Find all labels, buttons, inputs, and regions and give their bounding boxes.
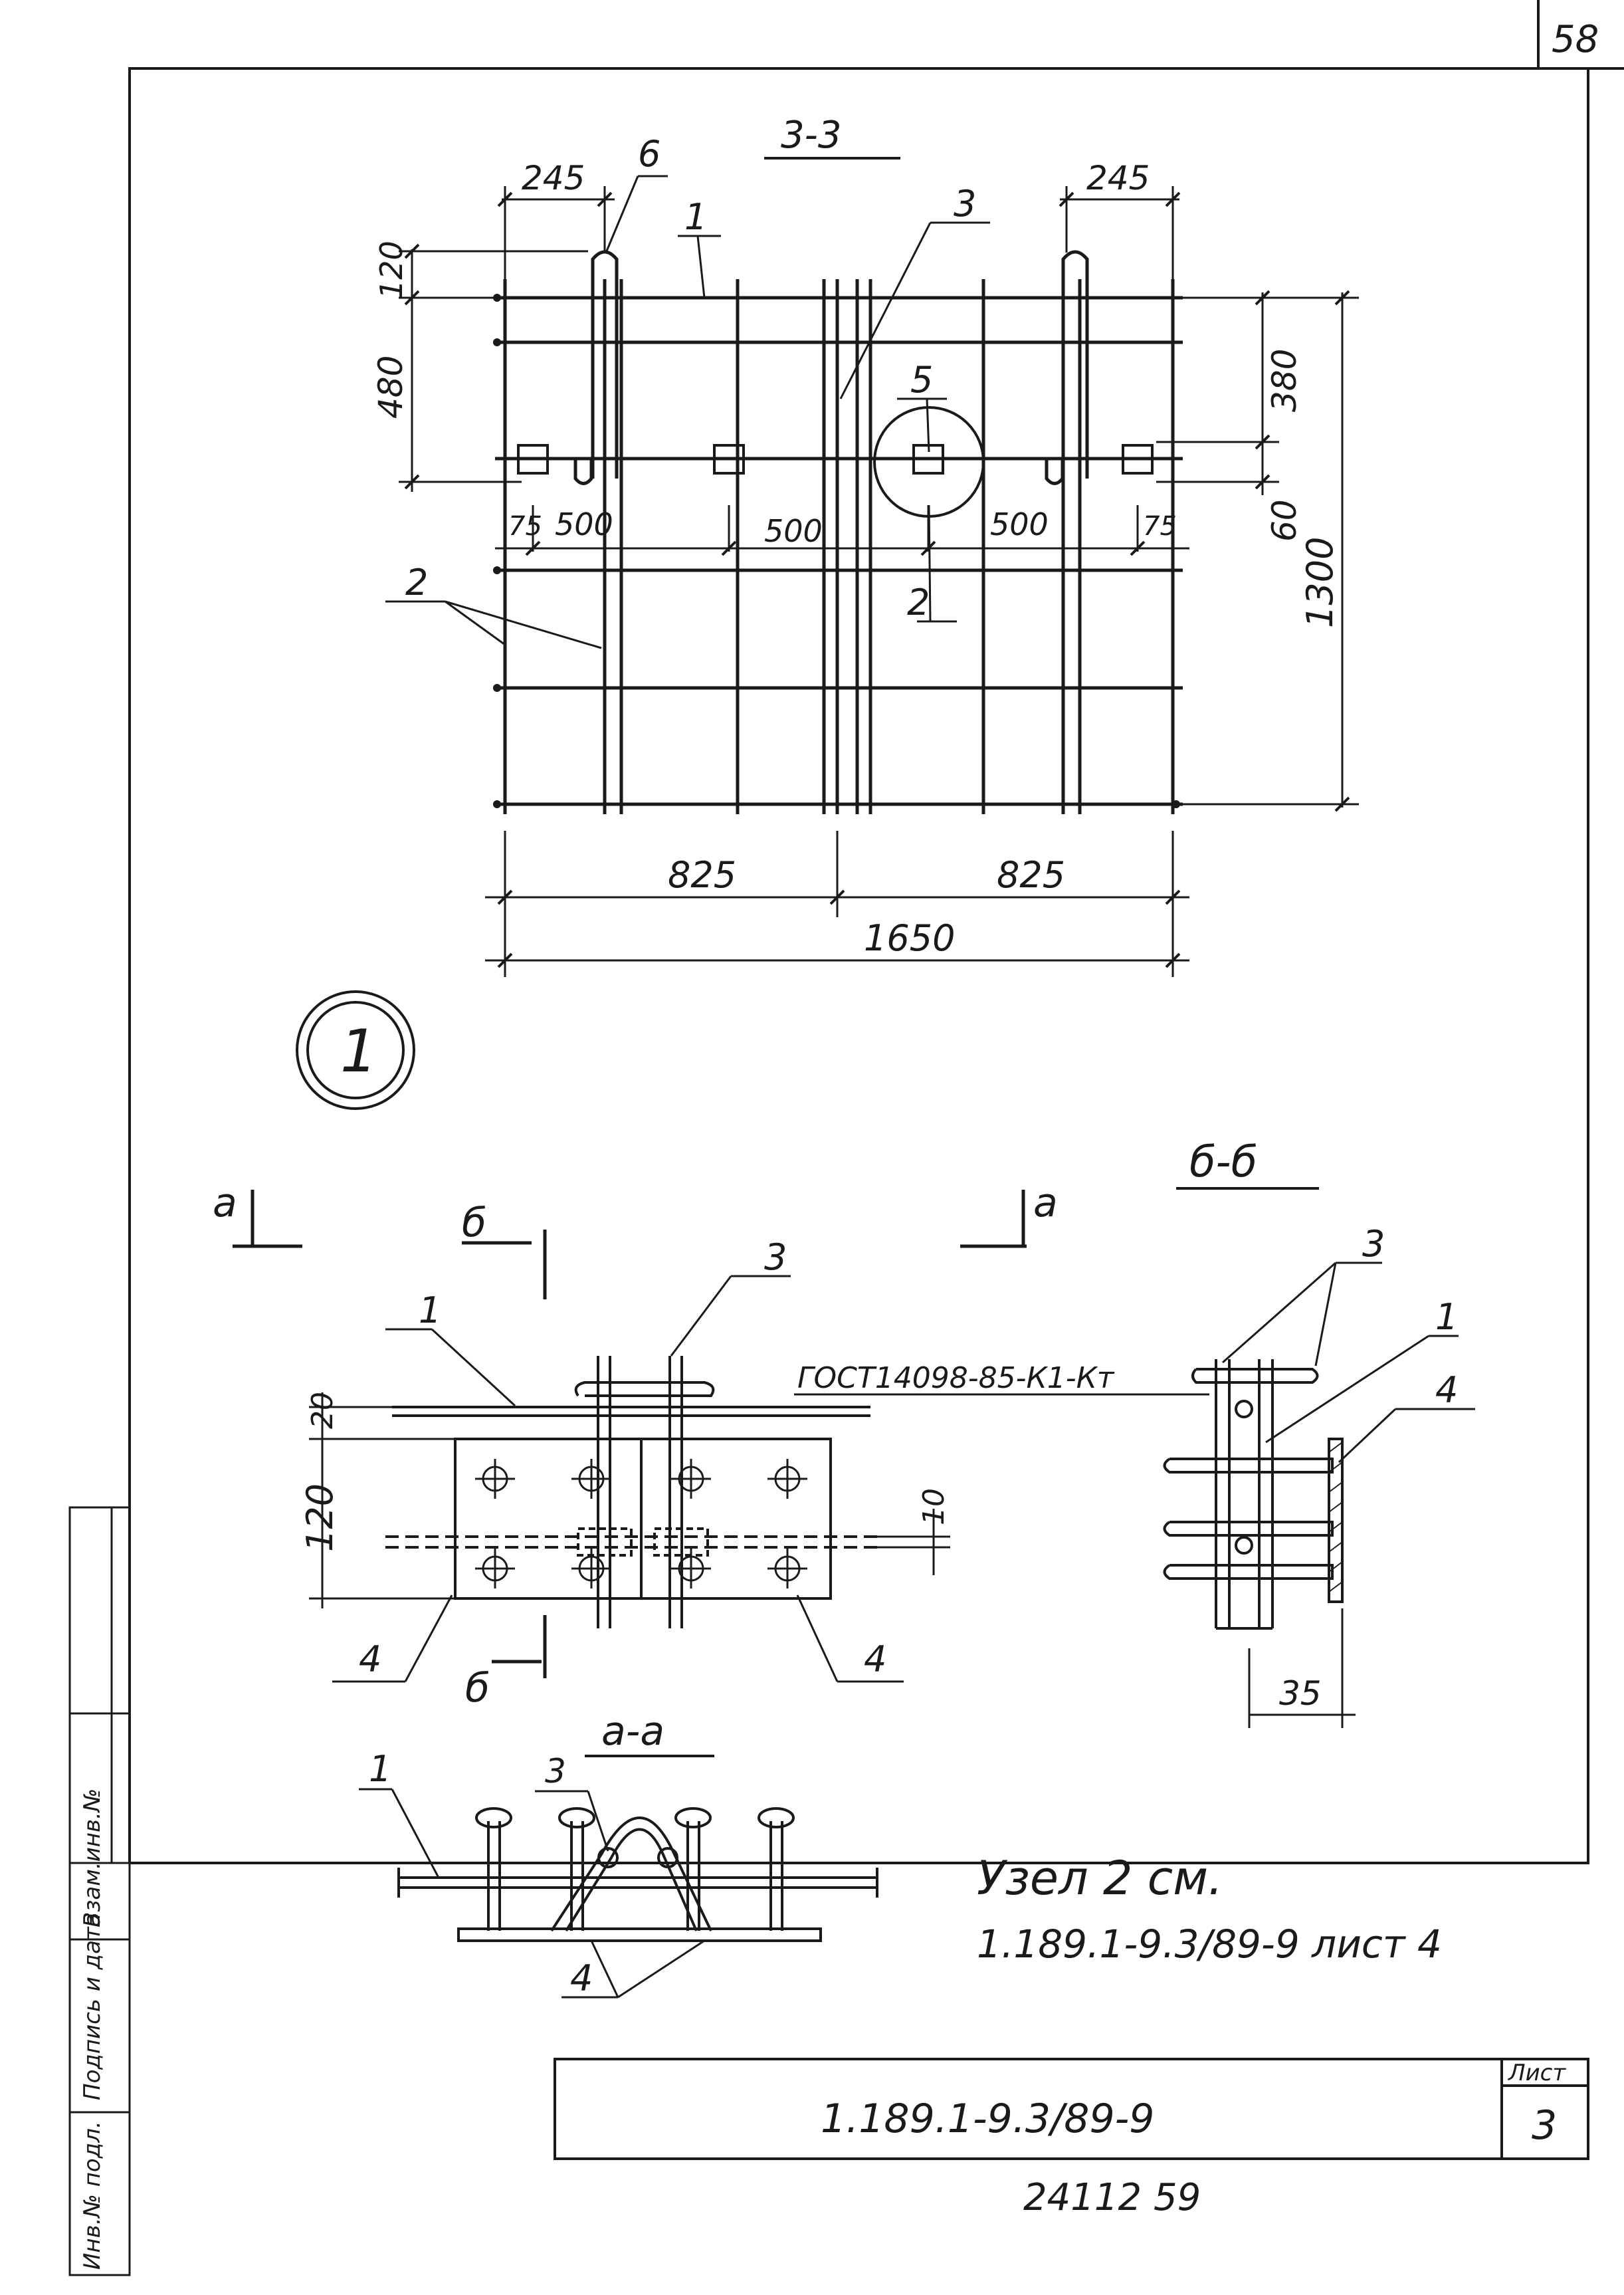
cut-a-right: а — [1033, 1180, 1058, 1226]
dim-left-upper: 120 — [373, 241, 409, 299]
cut-markers — [233, 1190, 1027, 1678]
callout-3: 3 — [954, 183, 976, 225]
note-line-1: Узел 2 см. — [977, 1851, 1223, 1906]
section-a-callout-3: 3 — [545, 1752, 566, 1791]
node-number: 1 — [340, 1017, 377, 1085]
note-line-2: 1.189.1-9.3/89-9 лист 4 — [977, 1921, 1442, 1967]
weld-note: ГОСТ14098-85-К1-Кт — [797, 1361, 1115, 1395]
dim-span-edge-left: 75 — [508, 511, 542, 542]
section-b-callout-4: 4 — [1435, 1369, 1458, 1411]
dim-left-lower: 480 — [371, 356, 410, 419]
footer-code: 24112 59 — [1023, 2176, 1201, 2219]
detail-bars — [385, 1356, 877, 1628]
plan-title: 3-3 — [781, 114, 841, 157]
dim-right-overall: 1300 — [1299, 537, 1341, 628]
dim-bottom-right: 825 — [997, 854, 1065, 896]
dim-right-upper: 380 — [1265, 349, 1304, 412]
callout-2-bars: 2 — [405, 562, 428, 603]
title-block-sheet-number: 3 — [1532, 2102, 1557, 2149]
cut-b-bottom: б — [465, 1665, 490, 1711]
detail-view: а а б б — [213, 1180, 1209, 1711]
title-block-code: 1.189.1-9.3/89-9 — [821, 2096, 1154, 2142]
sheet-frame — [128, 0, 1624, 1864]
dim-span-edge-right: 75 — [1143, 511, 1177, 542]
detail-callout-4-right: 4 — [864, 1638, 886, 1680]
detail-studs — [475, 1459, 807, 1588]
plan-bar-ends — [493, 294, 1180, 808]
detail-callout-3: 3 — [764, 1236, 787, 1278]
dim-top-left: 245 — [522, 159, 585, 197]
stamp-label-inv: Инв.№ подл. — [79, 2121, 106, 2270]
section-a-title: а-а — [601, 1708, 664, 1755]
section-a-geometry — [397, 1807, 878, 1942]
cut-b-top: б — [462, 1200, 486, 1246]
callout-1: 1 — [684, 196, 707, 238]
title-block-sheet-label: Лист — [1507, 2060, 1566, 2086]
section-a-callout-1: 1 — [369, 1748, 391, 1790]
detail-callout-1: 1 — [419, 1289, 441, 1331]
dim-span-2: 500 — [764, 513, 823, 549]
note: Узел 2 см. 1.189.1-9.3/89-9 лист 4 — [977, 1851, 1442, 1967]
plan-embedded-plates — [517, 444, 1154, 475]
section-b-title: б-б — [1189, 1138, 1257, 1187]
section-b-callout-3: 3 — [1362, 1223, 1385, 1265]
section-b: б-б — [1163, 1138, 1475, 1728]
plan-vertical-bars — [503, 279, 1175, 814]
section-b-dim: 35 — [1279, 1674, 1322, 1713]
dim-right-lower: 60 — [1265, 499, 1304, 542]
callout-6: 6 — [638, 133, 660, 175]
dim-span-1: 500 — [555, 506, 613, 542]
dim-bottom-total: 1650 — [864, 917, 955, 959]
dim-top-right: 245 — [1086, 159, 1150, 197]
page-number: 58 — [1552, 18, 1599, 61]
stamp-label-replace: Взам.инв.№ — [79, 1789, 106, 1927]
plan-dimension-lines — [399, 186, 1359, 977]
plan-view: 3-3 — [371, 114, 1359, 977]
dim-bottom-left: 825 — [668, 854, 736, 896]
dim-detail-right: 10 — [917, 1488, 951, 1525]
section-a-callout-4: 4 — [570, 1957, 593, 1999]
side-stamp — [68, 1506, 131, 2276]
section-b-hatch — [1328, 1442, 1343, 1592]
node-marker: 1 — [296, 990, 415, 1110]
section-b-leaders — [1222, 1261, 1475, 1728]
node-detail-circle — [873, 406, 985, 518]
section-b-callout-1: 1 — [1435, 1296, 1458, 1338]
cut-a-left: а — [213, 1180, 237, 1226]
callout-2-node: 2 — [907, 582, 930, 623]
dim-span-3: 500 — [990, 506, 1049, 542]
dim-detail-top: 20 — [306, 1392, 340, 1429]
stamp-label-sign: Подпись и дата — [79, 1913, 106, 2100]
detail-dimension-lines — [309, 1392, 950, 1608]
dim-detail-height: 120 — [299, 1483, 341, 1552]
side-stamp-labels: Инв.№ подл. Подпись и дата Взам.инв.№ — [79, 1789, 106, 2270]
section-b-geometry — [1163, 1359, 1344, 1630]
plan-dimension-ticks — [404, 191, 1350, 968]
plan-lifting-loops — [573, 250, 1089, 485]
section-a-leaders — [359, 1788, 705, 1999]
section-a: а-а — [359, 1708, 878, 1999]
detail-leaders — [332, 1275, 1209, 1683]
plan-leaders — [385, 175, 990, 649]
title-block — [554, 2058, 1589, 2160]
detail-callout-4-left: 4 — [359, 1638, 381, 1680]
callout-5: 5 — [910, 359, 933, 401]
detail-plates — [454, 1438, 832, 1600]
